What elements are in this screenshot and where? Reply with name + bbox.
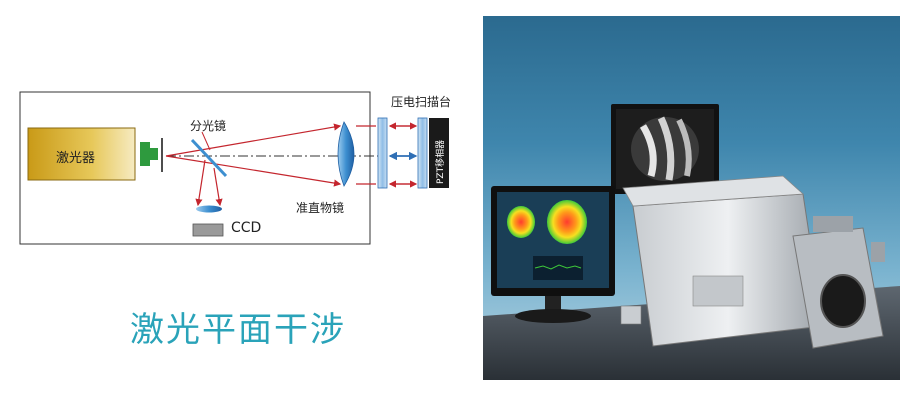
instrument-photo-svg [483, 104, 900, 380]
collimator-label: 准直物镜 [296, 201, 345, 215]
fringe-band-1 [639, 124, 657, 177]
pzt-label: PZT移相器 [434, 140, 446, 184]
ccd-imaging-lens [196, 205, 222, 213]
test-plate [417, 117, 428, 189]
piezo-stage-label: 压电扫描台 [391, 95, 452, 109]
laser-box [27, 127, 136, 181]
interferometer-diagram: PZT移相器 激光器 分光镜 CCD 准直物镜 压电扫描台 [0, 0, 480, 300]
screen-map-small [507, 206, 535, 238]
beam-to-ccd-2 [213, 167, 223, 207]
pzt-block [429, 118, 449, 188]
head-bracket [813, 216, 853, 232]
beam-to-ccd-1 [195, 159, 206, 207]
screen-plot-panel [533, 256, 583, 280]
page-title: 激光平面干涉 [130, 310, 346, 350]
head-knob [871, 242, 885, 262]
instrument-aperture [820, 274, 866, 328]
ccd-sensor [192, 223, 224, 237]
beam-expander-optic [140, 142, 150, 166]
beam-splitter-pointer [201, 131, 211, 151]
beam-upper [165, 123, 342, 157]
front-monitor-stand [545, 296, 561, 312]
beam-splitter-label: 分光镜 [190, 119, 227, 133]
collimator-lens [337, 121, 355, 187]
instrument-panel [692, 275, 744, 307]
beam-splitter-plate [190, 138, 228, 178]
controller-box [620, 305, 642, 325]
screen-plot-line [534, 264, 582, 270]
laser-label: 激光器 [56, 151, 96, 166]
instrument-body [632, 193, 824, 347]
beam-lower [165, 155, 342, 187]
beam-expander-nozzle [150, 148, 158, 160]
fringe-band-2 [657, 116, 675, 181]
instrument-top [622, 175, 804, 207]
diagram-svg: PZT移相器 [19, 91, 449, 245]
reference-plate [377, 117, 388, 189]
instrument-photo [483, 16, 900, 380]
screen-map-large [547, 200, 587, 244]
ccd-label: CCD [231, 220, 262, 236]
front-monitor-base [515, 309, 591, 323]
fringe-band-3 [676, 118, 692, 177]
